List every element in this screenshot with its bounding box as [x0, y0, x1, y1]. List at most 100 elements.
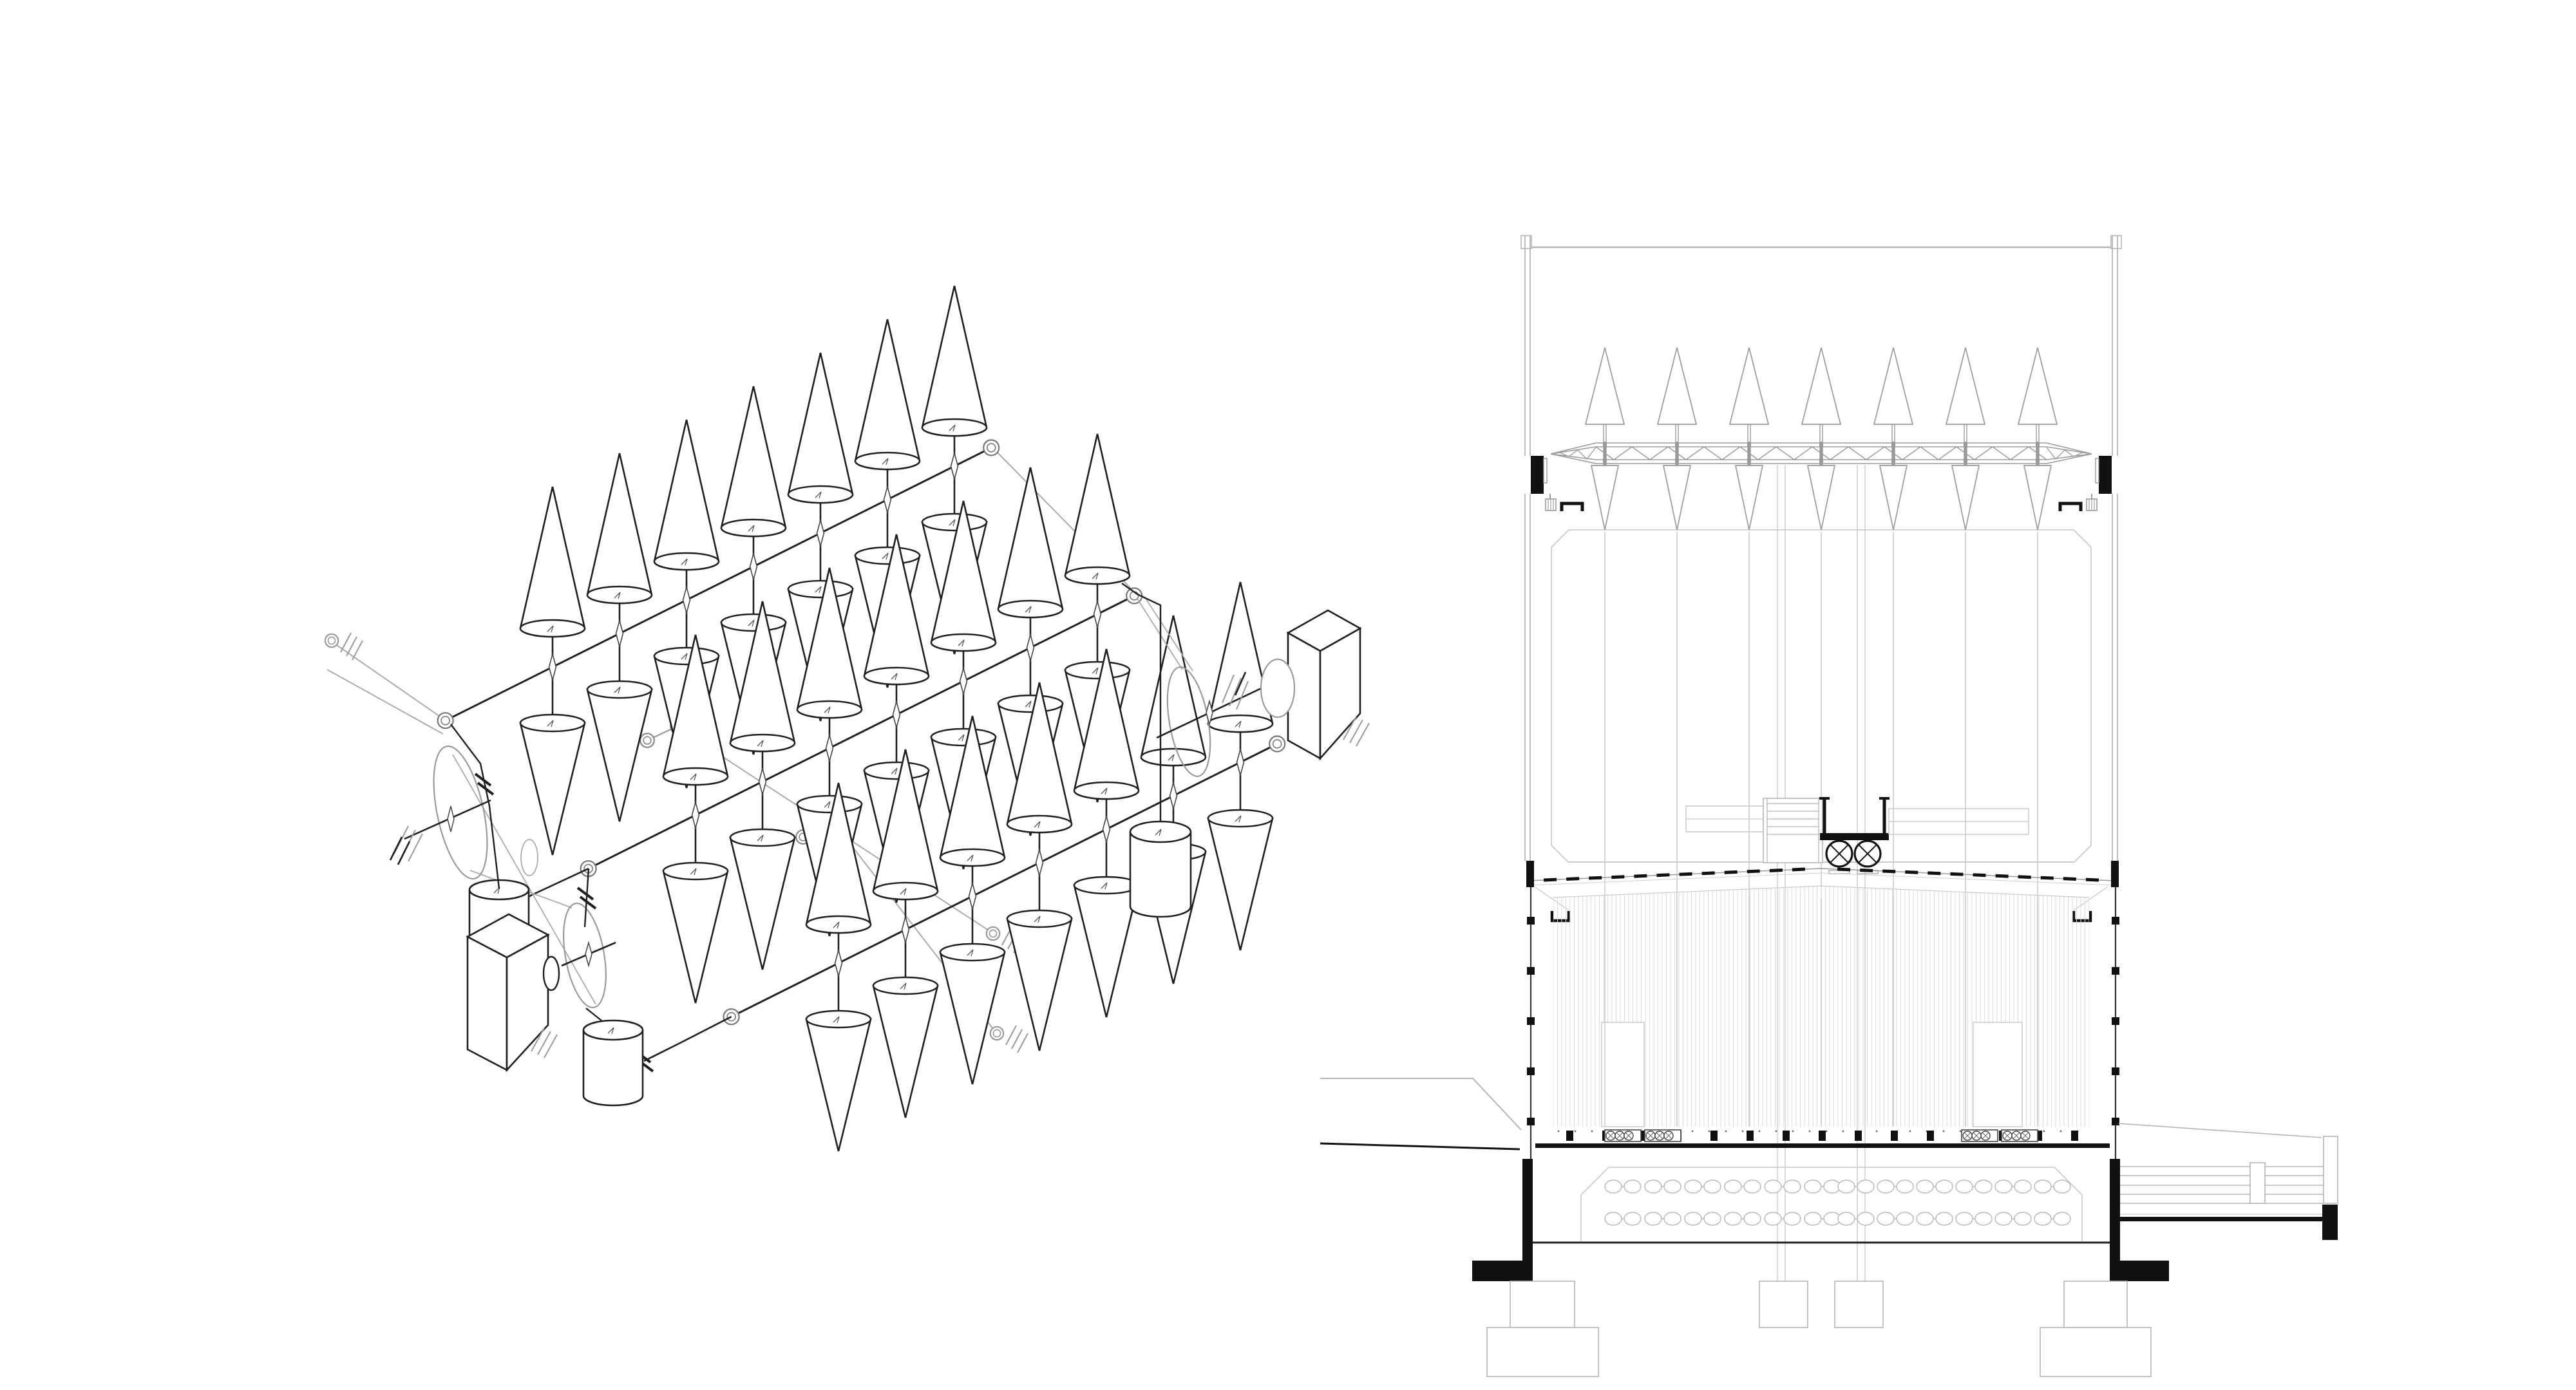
coil-cross [1665, 1132, 1672, 1140]
ground-hatch [1222, 674, 1235, 704]
axis-arrow [900, 982, 907, 990]
chamfer [1551, 845, 1569, 863]
axis-arrow [891, 767, 898, 775]
wall-tick [1527, 1017, 1535, 1025]
grade-lines-left [1320, 1078, 1522, 1151]
truss-taper [2046, 442, 2092, 455]
pulley-ring-inner [992, 1029, 1001, 1038]
drive-shaft [444, 447, 992, 722]
pivot-diamond [901, 914, 910, 945]
pipe-coupling [1644, 1179, 1662, 1194]
truss-taper [2046, 453, 2092, 464]
winch-assembly-left [389, 724, 644, 1107]
roof-cut-dash [1973, 873, 1986, 878]
pivot-diamond [892, 699, 901, 730]
pipe-coupling [1703, 1212, 1721, 1226]
axis-arrow [1168, 754, 1175, 762]
axis-arrow [1092, 572, 1099, 580]
pipe-coupling [2014, 1179, 2032, 1194]
up-cone [1873, 347, 1914, 425]
floor-joist [1566, 1131, 1573, 1141]
door-opening [1601, 1022, 1645, 1127]
ground-hatch [1236, 681, 1249, 710]
axis-arrow [967, 854, 974, 862]
pipe-coupling [1703, 1179, 1721, 1194]
cable-break [576, 887, 594, 901]
stair-frame [1763, 798, 1823, 863]
grade-line-upper [1320, 1078, 1522, 1131]
roof-underline [1821, 872, 2116, 886]
pulley-ring-inner [986, 443, 996, 453]
secondary-pulley-disc [563, 902, 607, 1009]
footing-pad [1486, 1327, 1599, 1377]
anchor-hatch [1017, 1033, 1028, 1053]
floor-dot [2060, 1130, 2062, 1132]
roof-cut-dash [2018, 875, 2031, 879]
axis-arrow [690, 773, 697, 781]
eave-bar [1526, 861, 1534, 887]
axis-arrow [1034, 821, 1041, 829]
axis-arrow [748, 619, 755, 627]
roof-cut-dash [1837, 867, 1851, 872]
axis-arrow [690, 868, 697, 876]
floor-dot [1825, 1130, 1828, 1132]
footing-pad [2063, 1281, 2128, 1328]
floor-dot [1741, 1130, 1744, 1132]
block-hinge [2095, 458, 2099, 484]
pivot-diamond [1169, 780, 1178, 811]
floor-joist [1927, 1131, 1934, 1141]
pipe-coupling [1624, 1179, 1642, 1194]
mast-cap [2110, 235, 2122, 249]
pipe-coupling [1684, 1212, 1702, 1226]
axis-arrow [614, 592, 621, 599]
axis-arrow [949, 519, 956, 527]
pipe-coupling [1743, 1179, 1761, 1194]
cone-unit [805, 782, 872, 1152]
coil-cross [2012, 1132, 2020, 1140]
floor-dot [1792, 1130, 1794, 1132]
roof-cut-dash [1656, 873, 1670, 878]
roof-truss [1550, 442, 2092, 465]
foundation-wall [1522, 1159, 1533, 1281]
coil-cross [2003, 1132, 2011, 1140]
drive-hub [542, 955, 560, 991]
pipe-coupling [1994, 1212, 2012, 1226]
shaft-diamond [1206, 699, 1213, 726]
cone-unit [662, 634, 729, 1004]
wall-tick [1527, 1118, 1535, 1125]
pipe-coupling [1916, 1179, 1934, 1194]
anchor-hatch [340, 632, 352, 653]
pipe-coupling [1994, 1179, 2012, 1194]
pipe-coupling [1837, 1179, 1855, 1194]
pulley-ring-inner [989, 929, 998, 938]
cut-walls [1527, 887, 2119, 1159]
axis-arrow [681, 558, 688, 566]
down-cone [1662, 465, 1692, 531]
up-cone [1801, 347, 1842, 425]
ground-tick [1234, 672, 1247, 696]
axis-arrow [891, 673, 898, 681]
down-cone [1590, 465, 1620, 531]
pulley-ring-inner [440, 715, 450, 726]
pipe-coupling [1955, 1212, 1973, 1226]
pipe-coupling [1743, 1212, 1761, 1226]
pivot-diamond [968, 881, 977, 912]
roof-cut-dash [1860, 869, 1873, 872]
axis-arrow [681, 653, 688, 661]
pipe-coupling [1837, 1212, 1855, 1226]
axis-arrow [1092, 667, 1099, 675]
truss-taper [2046, 453, 2092, 460]
pivot-diamond [825, 733, 834, 764]
down-cone [1734, 465, 1764, 531]
pile-cap [1834, 1281, 1884, 1328]
pulley-ring-inner [327, 636, 336, 645]
truss-node [1603, 443, 1607, 447]
crawl-outline [1580, 1167, 2083, 1241]
pipe-coupling [1684, 1179, 1702, 1194]
dock-foot [2322, 1205, 2338, 1240]
axis-arrow [1101, 882, 1108, 890]
roof-cut-dash [1927, 871, 1941, 876]
truss-node [1603, 458, 1607, 462]
building-cross-section [1320, 235, 2338, 1377]
